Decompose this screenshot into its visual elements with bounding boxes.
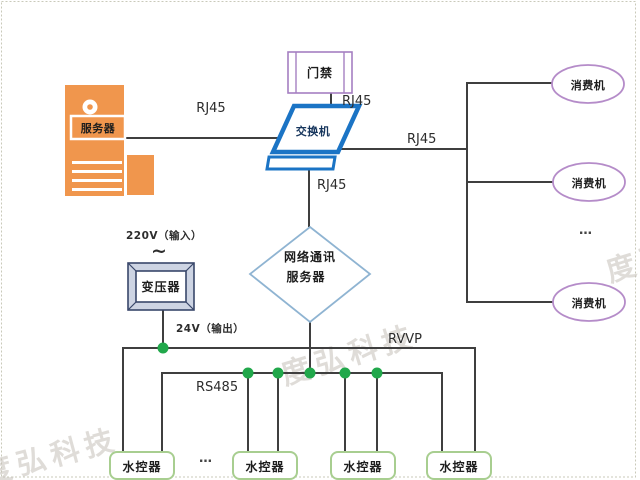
consumer-node-2: 消费机 (552, 162, 626, 202)
server-power-icon-dot (87, 104, 93, 110)
server-vent-stripe (72, 161, 122, 164)
label-24v-output: 24V（输出） (176, 322, 244, 335)
consumer-label: 消费机 (572, 176, 607, 190)
server-side-unit (125, 153, 156, 197)
controller-box (330, 451, 396, 480)
transformer-bevel (127, 262, 137, 272)
label-rs485: RS485 (196, 380, 238, 395)
transformer-label: 变压器 (141, 279, 180, 294)
consumer-ellipse (552, 162, 626, 202)
controller-label: 水控器 (343, 459, 382, 474)
server-label: 服务器 (81, 121, 116, 135)
label-rj45-access: RJ45 (342, 94, 371, 109)
rvvp-bus (122, 347, 476, 453)
controllers-ellipsis: … (199, 451, 213, 466)
server-node: 服务器 (63, 83, 156, 198)
transformer-bevel (127, 301, 137, 311)
consumers-ellipsis: … (579, 223, 593, 238)
transformer-inner (135, 270, 187, 303)
switch-top-face (269, 103, 363, 155)
controller-node-4: 水控器 (426, 451, 492, 480)
transformer-bevel (185, 262, 195, 272)
netserver-diamond (248, 225, 372, 324)
junction-dot (157, 342, 169, 354)
server-label-plate (69, 114, 127, 141)
switch-node: 交换机 (265, 103, 363, 171)
label-rj45-down: RJ45 (317, 178, 346, 193)
controller-box (232, 451, 298, 480)
junction-dot (304, 367, 316, 379)
watermark-text: 度弘科技 (277, 318, 421, 391)
access-control-label: 门禁 (307, 65, 333, 80)
netserver-node: 网络通讯 服务器 (248, 225, 372, 324)
controller-label: 水控器 (439, 459, 478, 474)
junction-dot (339, 367, 351, 379)
netserver-label-line2: 服务器 (286, 269, 325, 284)
server-vent-stripe (72, 170, 122, 173)
access-control-box (287, 51, 353, 94)
junction-dot (272, 367, 284, 379)
label-rj45-server: RJ45 (196, 101, 225, 116)
label-220v-input: 220V（输入） (126, 229, 202, 242)
junction-dot (371, 367, 383, 379)
access-control-node: 门禁 (287, 51, 353, 94)
switch-base-face (265, 155, 337, 171)
consumer-label: 消费机 (572, 296, 607, 310)
switch-label: 交换机 (296, 124, 331, 138)
label-rvvp: RVVP (388, 332, 422, 347)
ac-tilde-symbol: ~ (151, 240, 167, 262)
transformer-bevel (185, 301, 195, 311)
consumer-node-3: 消费机 (552, 282, 626, 322)
consumer-ellipse (552, 282, 626, 322)
label-rj45-right: RJ45 (407, 132, 436, 147)
cable-consumer-trunk (466, 82, 553, 303)
controller-label: 水控器 (122, 459, 161, 474)
netserver-label-line1: 网络通讯 (284, 249, 336, 264)
controller-node-3: 水控器 (330, 451, 396, 480)
server-vent-stripe (72, 188, 122, 191)
controller-node-2: 水控器 (232, 451, 298, 480)
controller-node-1: 水控器 (109, 451, 175, 480)
transformer-node: 变压器 (127, 262, 195, 311)
watermark-text: 度弘科技 (602, 215, 640, 288)
consumer-node-1: 消费机 (551, 64, 625, 104)
consumer-ellipse (551, 64, 625, 104)
controller-box (426, 451, 492, 480)
controller-box (109, 451, 175, 480)
watermark-text: 度弘科技 (0, 422, 123, 480)
controller-label: 水控器 (245, 459, 284, 474)
junction-dot (242, 367, 254, 379)
rs485-bus (161, 372, 443, 453)
consumer-label: 消费机 (571, 78, 606, 92)
server-vent-stripe (72, 179, 122, 182)
